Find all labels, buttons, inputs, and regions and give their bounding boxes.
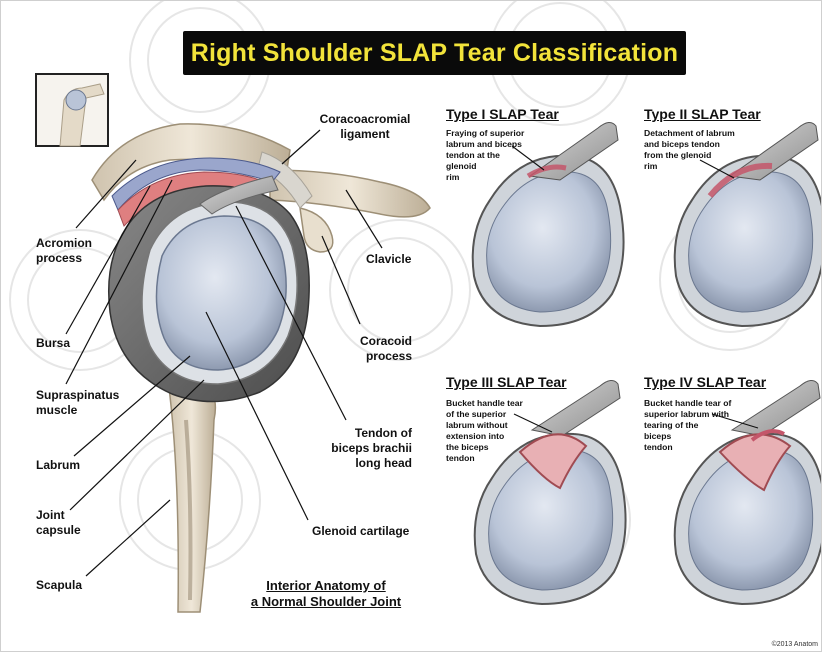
label-acromion-process: Acromion process: [36, 236, 93, 265]
label-labrum: Labrum: [36, 458, 81, 472]
type-2-title: Type II SLAP Tear: [644, 106, 761, 122]
type-2-diagram: [673, 122, 822, 328]
leader-lines: [65, 129, 383, 577]
label-glenoid-cartilage: Glenoid cartilage: [312, 524, 410, 538]
label-joint-capsule: Joint capsule: [36, 508, 81, 537]
clavicle-bone: [269, 169, 431, 218]
acromion-bone: [91, 123, 291, 202]
label-scapula: Scapula: [36, 578, 83, 592]
label-supraspinatus-muscle: Supraspinatus muscle: [36, 388, 120, 417]
diagram-subtitle: Interior Anatomy of a Normal Shoulder Jo…: [250, 578, 402, 609]
type-2-description: Detachment of labrum and biceps tendon f…: [644, 128, 735, 171]
type-1-title: Type I SLAP Tear: [446, 106, 559, 122]
title-banner: Right Shoulder SLAP Tear Classification: [183, 31, 686, 75]
type-4-description: Bucket handle tear of superior labrum wi…: [644, 398, 732, 452]
type-3-description: Bucket handle tear of the superior labru…: [446, 398, 523, 463]
type-1-diagram: [471, 122, 625, 328]
label-clavicle: Clavicle: [366, 252, 412, 266]
page-title: Right Shoulder SLAP Tear Classification: [190, 38, 679, 67]
type-4-diagram: [673, 380, 822, 606]
label-bursa: Bursa: [36, 336, 71, 350]
copyright-notice: ©2013 Anatom: [771, 641, 818, 648]
label-coracoid-process: Coracoid process: [359, 334, 412, 363]
type-3-diagram: [473, 380, 627, 606]
type-4-title: Type IV SLAP Tear: [644, 374, 767, 390]
bursa-shape: [111, 157, 281, 211]
type-1-description: Fraying of superior labrum and biceps te…: [446, 128, 525, 182]
glenoid-cartilage-shape: [155, 215, 287, 371]
type-leader-lines: [511, 145, 759, 433]
type-3-title: Type III SLAP Tear: [446, 374, 567, 390]
biceps-tendon-shape: [199, 175, 279, 215]
label-biceps-tendon: Tendon of biceps brachii long head: [331, 426, 412, 470]
shoulder-inset-thumbnail: [35, 73, 109, 147]
label-coracoacromial-ligament: Coracoacromial ligament: [319, 112, 411, 141]
